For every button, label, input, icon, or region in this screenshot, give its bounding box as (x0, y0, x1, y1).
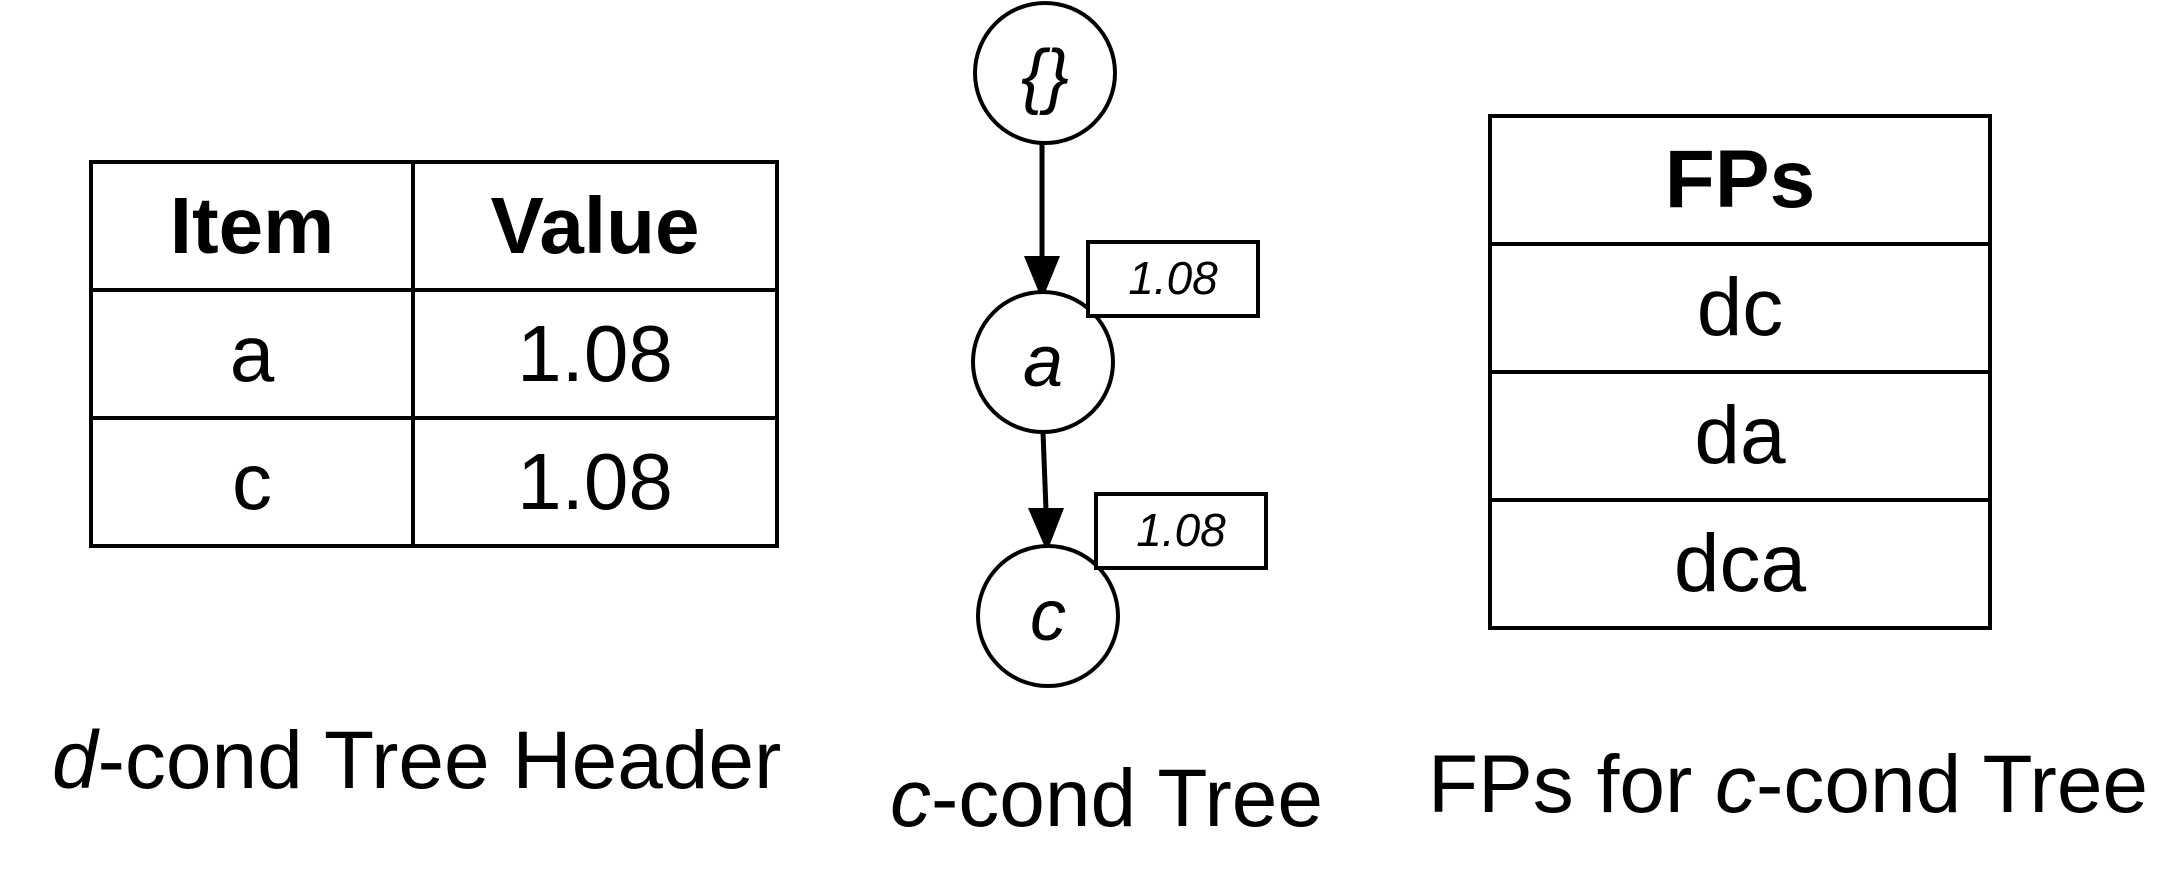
tree-node-a: a (971, 290, 1115, 434)
node-c-label: c (1030, 576, 1066, 656)
table-row: dca (1488, 498, 1992, 630)
caption-tree: c-cond Tree (890, 752, 1323, 846)
node-a-label: a (1023, 322, 1063, 402)
arrowhead-a-to-c (1028, 508, 1064, 552)
node-c-value-box: 1.08 (1094, 492, 1268, 570)
table-row: dc (1488, 242, 1992, 374)
item-cell: c (89, 416, 415, 548)
caption-tree-text: -cond Tree (931, 753, 1323, 844)
table-row: a 1.08 (89, 288, 779, 420)
root-node-label: {} (1021, 36, 1069, 116)
fps-table: FPs dc da dca (1488, 114, 1992, 630)
fp-cell: da (1488, 370, 1992, 502)
node-c-value: 1.08 (1136, 504, 1226, 556)
caption-fps-prefix: FPs for (1428, 739, 1716, 830)
header-table-header-row: Item Value (89, 160, 779, 292)
header-table: Item Value a 1.08 c 1.08 (89, 160, 779, 548)
caption-header-text: -cond Tree Header (97, 715, 782, 806)
node-a-value-box: 1.08 (1086, 240, 1260, 318)
fp-cell: dca (1488, 498, 1992, 630)
caption-fps: FPs for c-cond Tree (1428, 738, 2148, 832)
column-header-item: Item (89, 160, 415, 292)
node-a-value: 1.08 (1128, 252, 1218, 304)
caption-header-italic: d (52, 715, 98, 806)
caption-fps-italic: c (1715, 739, 1757, 830)
caption-fps-text: -cond Tree (1756, 739, 2149, 830)
table-row: c 1.08 (89, 416, 779, 548)
tree-node-c: c (976, 544, 1120, 688)
caption-header-table: d-cond Tree Header (52, 714, 781, 808)
value-cell: 1.08 (411, 288, 779, 420)
arrowhead-root-to-a (1024, 256, 1060, 300)
fp-cell: dc (1488, 242, 1992, 374)
table-row: da (1488, 370, 1992, 502)
fps-table-header-row: FPs (1488, 114, 1992, 246)
value-cell: 1.08 (411, 416, 779, 548)
edge-a-to-c (1040, 431, 1049, 511)
fps-column-header: FPs (1488, 114, 1992, 246)
caption-tree-italic: c (890, 753, 931, 844)
column-header-value: Value (411, 160, 779, 292)
item-cell: a (89, 288, 415, 420)
tree-node-root: {} (973, 1, 1117, 145)
